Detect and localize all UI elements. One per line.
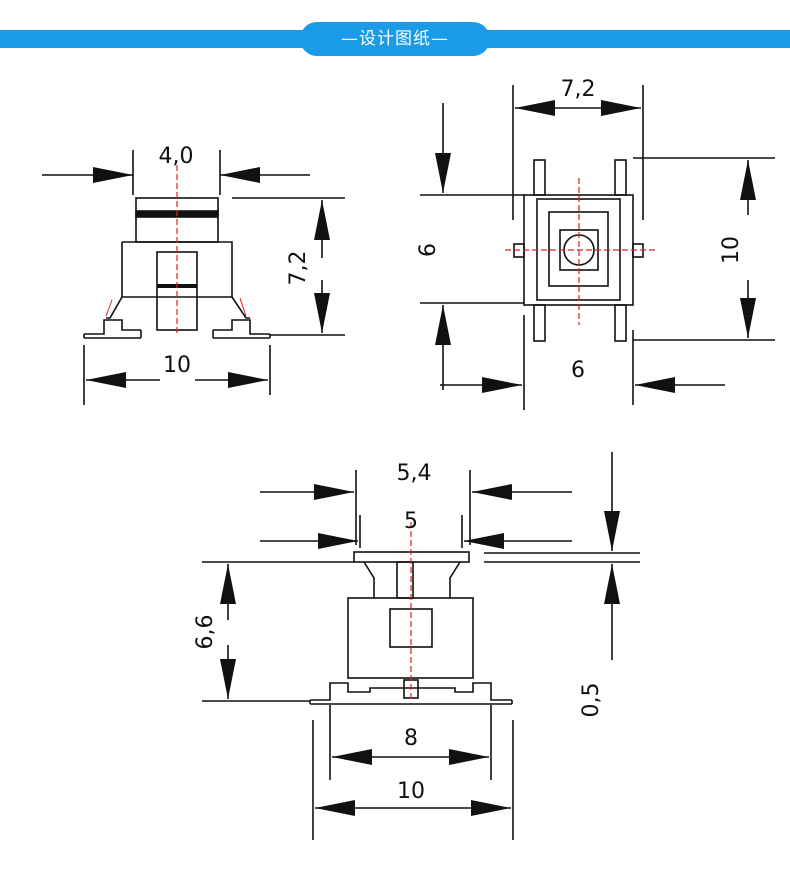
side-view-left-leads: [105, 297, 247, 317]
dim-0-5-label: 0,5: [579, 683, 604, 718]
dim-7-2-top-label: 7,2: [561, 77, 596, 102]
dim-6-bottom-label: 6: [571, 358, 585, 383]
dim-8-label: 8: [404, 726, 418, 751]
dim-6-left-label: 6: [416, 243, 441, 257]
dim-7-2-label: 7,2: [286, 251, 311, 286]
dim-4-0-label: 4,0: [159, 144, 194, 169]
plan-view-centerlines: [505, 178, 656, 325]
dim-10-left-label: 10: [163, 353, 191, 378]
dim-10-bottom-label: 10: [397, 779, 425, 804]
header-banner-pill: [300, 22, 490, 56]
dim-6-6-label: 6,6: [193, 615, 218, 650]
dim-5-4-label: 5,4: [397, 461, 432, 486]
dim-5-label: 5: [404, 509, 418, 534]
header-title: —设计图纸—: [341, 29, 449, 49]
dim-10-right-label: 10: [719, 236, 744, 264]
